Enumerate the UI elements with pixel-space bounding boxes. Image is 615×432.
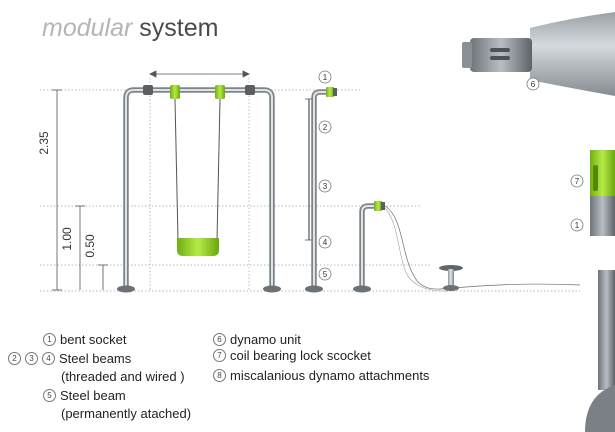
- short-post: [353, 201, 581, 293]
- legend-item-coil-socket: 7 coil bearing lock scocket: [213, 347, 371, 365]
- legend-item-bent-socket: 1 bent socket: [43, 331, 127, 349]
- marker-6: 6: [526, 77, 540, 91]
- markers: 1 2 3 4 5 6 7 1: [318, 70, 584, 281]
- legend-text-steel-beams: Steel beams: [59, 351, 132, 366]
- dim-label-low: 0.50: [83, 234, 97, 258]
- page-title: modular system: [42, 12, 218, 44]
- legend-text-coil-socket: coil bearing lock scocket: [230, 348, 371, 363]
- marker-7-label: 7: [575, 177, 580, 186]
- legend-num-8: 8: [213, 369, 226, 382]
- marker-1b: 1: [570, 218, 584, 232]
- marker-3: 3: [318, 179, 332, 193]
- large-pole: [585, 270, 615, 432]
- marker-5-label: 5: [323, 270, 328, 279]
- marker-4-label: 4: [323, 238, 328, 247]
- legend-text-steel-beams-note: (threaded and wired ): [61, 369, 185, 384]
- dynamo-unit: [462, 12, 615, 96]
- marker-2-label: 2: [323, 123, 328, 132]
- dim-label-mid: 1.00: [60, 227, 74, 251]
- title-modular: modular: [42, 14, 133, 42]
- marker-1-label: 1: [323, 73, 328, 82]
- legend-text-steel-beam: Steel beam: [60, 388, 126, 403]
- legend-text-bent-socket: bent socket: [60, 332, 127, 347]
- swing-seat: [170, 85, 225, 256]
- legend-num-7: 7: [213, 349, 226, 362]
- stool-dynamo: [439, 265, 463, 291]
- marker-3-label: 3: [323, 182, 328, 191]
- title-system: system: [139, 14, 219, 42]
- legend-num-3: 3: [25, 352, 38, 365]
- legend-num-5: 5: [43, 389, 56, 402]
- legend-text-dynamo-attachments: miscalanious dynamo attachments: [230, 368, 430, 383]
- coil-socket: [590, 150, 615, 236]
- legend-text-steel-beam-note: (permanently atached): [61, 406, 192, 421]
- dim-label-total: 2.35: [37, 131, 51, 155]
- guide-lines: [40, 78, 580, 292]
- marker-2: 2: [318, 120, 332, 134]
- legend-num-6: 6: [213, 333, 226, 346]
- marker-4: 4: [318, 235, 332, 249]
- marker-7: 7: [570, 174, 584, 188]
- marker-6-label: 6: [531, 80, 536, 89]
- legend-text-dynamo-unit: dynamo unit: [230, 332, 301, 347]
- bent-post: [305, 87, 337, 293]
- marker-1: 1: [318, 70, 332, 84]
- marker-5: 5: [318, 267, 332, 281]
- legend-item-steel-beam: 5 Steel beam (permanently atached): [43, 387, 191, 423]
- swing-frame: [117, 85, 281, 293]
- legend-item-dynamo-unit: 6 dynamo unit: [213, 331, 301, 349]
- legend-num-2: 2: [8, 352, 21, 365]
- legend-num-4: 4: [42, 352, 55, 365]
- legend-num-1: 1: [43, 333, 56, 346]
- marker-1b-label: 1: [575, 221, 580, 230]
- legend-item-dynamo-attachments: 8 miscalanious dynamo attachments: [213, 367, 429, 385]
